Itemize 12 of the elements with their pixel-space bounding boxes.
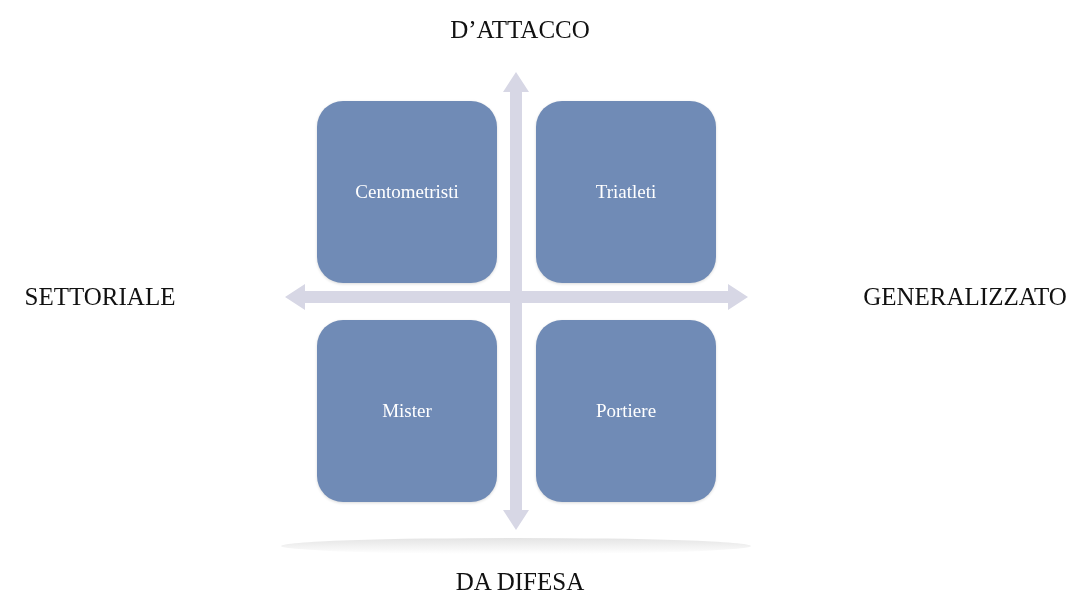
quadrant-box [536, 101, 716, 283]
quadrant-label: Centometristi [355, 181, 459, 203]
axis-label: DA DIFESA [455, 568, 585, 596]
axis-label: SETTORIALE [24, 283, 176, 311]
axis-label: GENERALIZZATO [863, 283, 1067, 311]
axis-label: D’ATTACCO [450, 16, 590, 44]
quadrant-label: Mister [382, 400, 432, 422]
quadrant-box [317, 101, 497, 283]
quadrant-label: Triatleti [595, 181, 657, 203]
quadrant-box [317, 320, 497, 502]
quadrant-box [536, 320, 716, 502]
quadrant-label: Portiere [595, 400, 657, 422]
